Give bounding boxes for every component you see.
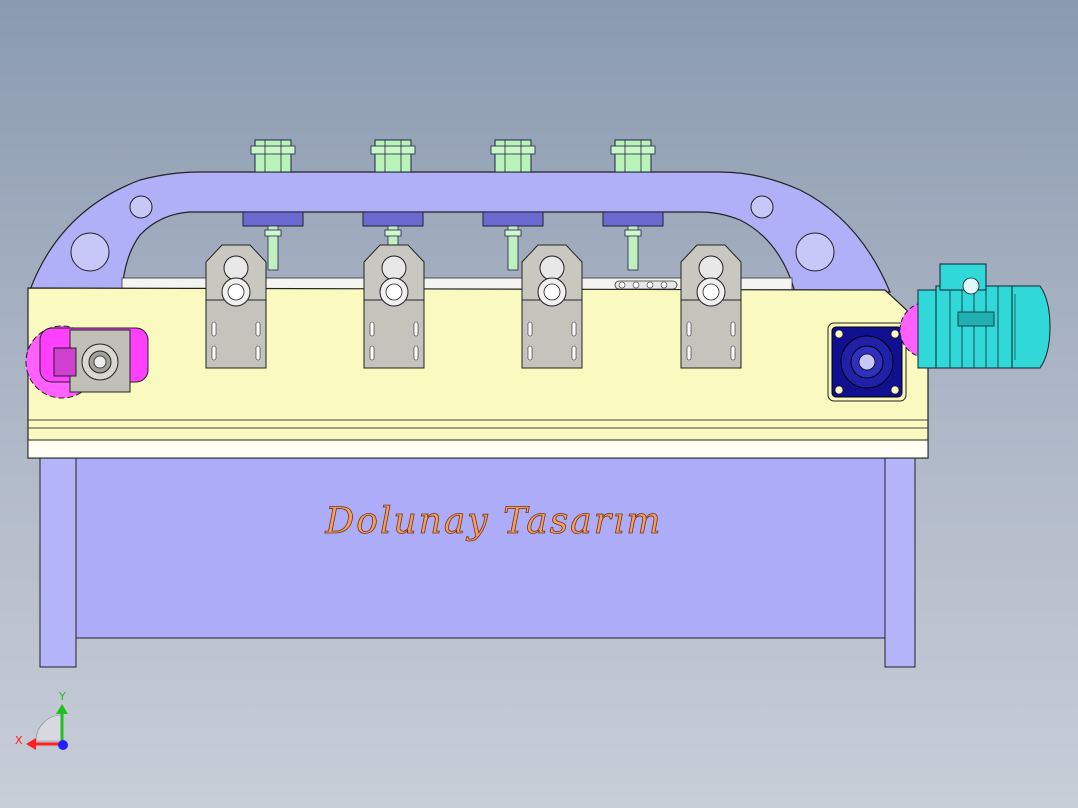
z-axis-dot	[58, 740, 68, 750]
right-flange-bearing	[827, 322, 907, 402]
cylinder-1	[242, 139, 304, 271]
right-leg	[884, 454, 916, 668]
roller-bracket-3	[521, 244, 583, 369]
left-bearing-assembly	[25, 325, 149, 399]
table-bottom-band	[27, 439, 929, 459]
drive-motor-assembly	[899, 263, 1051, 369]
arch-hole-3	[750, 195, 774, 219]
arch-hole-2	[70, 232, 110, 272]
bracket-group	[205, 244, 742, 369]
arch-frame	[29, 171, 891, 293]
arch-hole-1	[129, 195, 153, 219]
cylinder-group	[242, 139, 664, 271]
chain-segment	[614, 280, 678, 290]
x-axis-label: X	[15, 734, 23, 747]
axis-triad: Y X	[15, 690, 68, 750]
left-leg	[39, 454, 77, 668]
cylinder-3	[482, 139, 544, 271]
arch-hole-4	[795, 232, 835, 272]
motor-fan-cover	[1011, 285, 1051, 369]
roller-bracket-1	[205, 244, 267, 369]
main-table	[27, 287, 929, 459]
roller-bracket-2	[363, 244, 425, 369]
cylinder-4	[602, 139, 664, 271]
y-axis-label: Y	[58, 690, 66, 703]
lower-panel	[75, 457, 886, 639]
brand-watermark: Dolunay Tasarım	[324, 501, 662, 542]
roller-bracket-4	[680, 244, 742, 369]
